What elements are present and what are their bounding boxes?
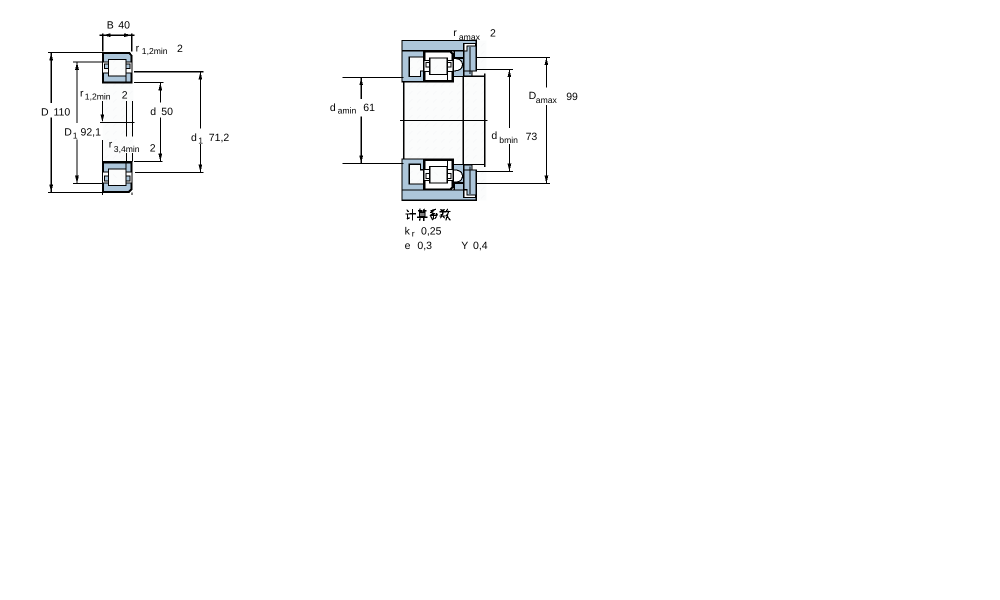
svg-text:1: 1 bbox=[198, 136, 203, 146]
svg-text:61: 61 bbox=[363, 102, 375, 114]
svg-text:92,1: 92,1 bbox=[81, 127, 102, 139]
svg-text:99: 99 bbox=[566, 91, 578, 103]
svg-text:d: d bbox=[191, 132, 197, 144]
svg-text:0,4: 0,4 bbox=[473, 240, 488, 252]
svg-text:50: 50 bbox=[161, 106, 173, 118]
svg-text:1,2min: 1,2min bbox=[142, 46, 168, 56]
svg-text:r: r bbox=[109, 138, 113, 150]
svg-text:1: 1 bbox=[73, 130, 78, 140]
svg-text:e: e bbox=[405, 240, 411, 252]
svg-text:r: r bbox=[80, 88, 84, 100]
svg-text:amin: amin bbox=[338, 106, 357, 116]
svg-text:D: D bbox=[41, 107, 49, 119]
svg-text:0,25: 0,25 bbox=[421, 226, 442, 238]
svg-text:d: d bbox=[491, 130, 497, 142]
svg-text:bmin: bmin bbox=[499, 135, 518, 145]
svg-text:D: D bbox=[64, 127, 72, 139]
svg-text:amax: amax bbox=[536, 95, 558, 105]
svg-text:2: 2 bbox=[150, 143, 156, 155]
svg-text:2: 2 bbox=[490, 28, 496, 40]
svg-text:k: k bbox=[405, 226, 411, 238]
svg-text:r: r bbox=[453, 27, 457, 39]
svg-text:71,2: 71,2 bbox=[209, 132, 230, 144]
svg-text:d: d bbox=[330, 102, 336, 114]
svg-text:2: 2 bbox=[122, 89, 128, 101]
svg-text:40: 40 bbox=[118, 20, 130, 32]
svg-text:Y: Y bbox=[461, 240, 468, 252]
svg-text:D: D bbox=[529, 90, 537, 102]
svg-text:0,3: 0,3 bbox=[417, 240, 432, 252]
svg-text:2: 2 bbox=[177, 43, 183, 55]
svg-text:3,4min: 3,4min bbox=[114, 144, 140, 154]
svg-text:r: r bbox=[412, 229, 415, 239]
svg-text:amax: amax bbox=[459, 32, 481, 42]
svg-text:1,2min: 1,2min bbox=[85, 91, 111, 101]
svg-text:73: 73 bbox=[526, 131, 538, 143]
svg-text:B: B bbox=[107, 20, 114, 32]
svg-text:r: r bbox=[136, 43, 140, 55]
svg-text:d: d bbox=[150, 106, 156, 118]
svg-text:110: 110 bbox=[54, 107, 71, 119]
